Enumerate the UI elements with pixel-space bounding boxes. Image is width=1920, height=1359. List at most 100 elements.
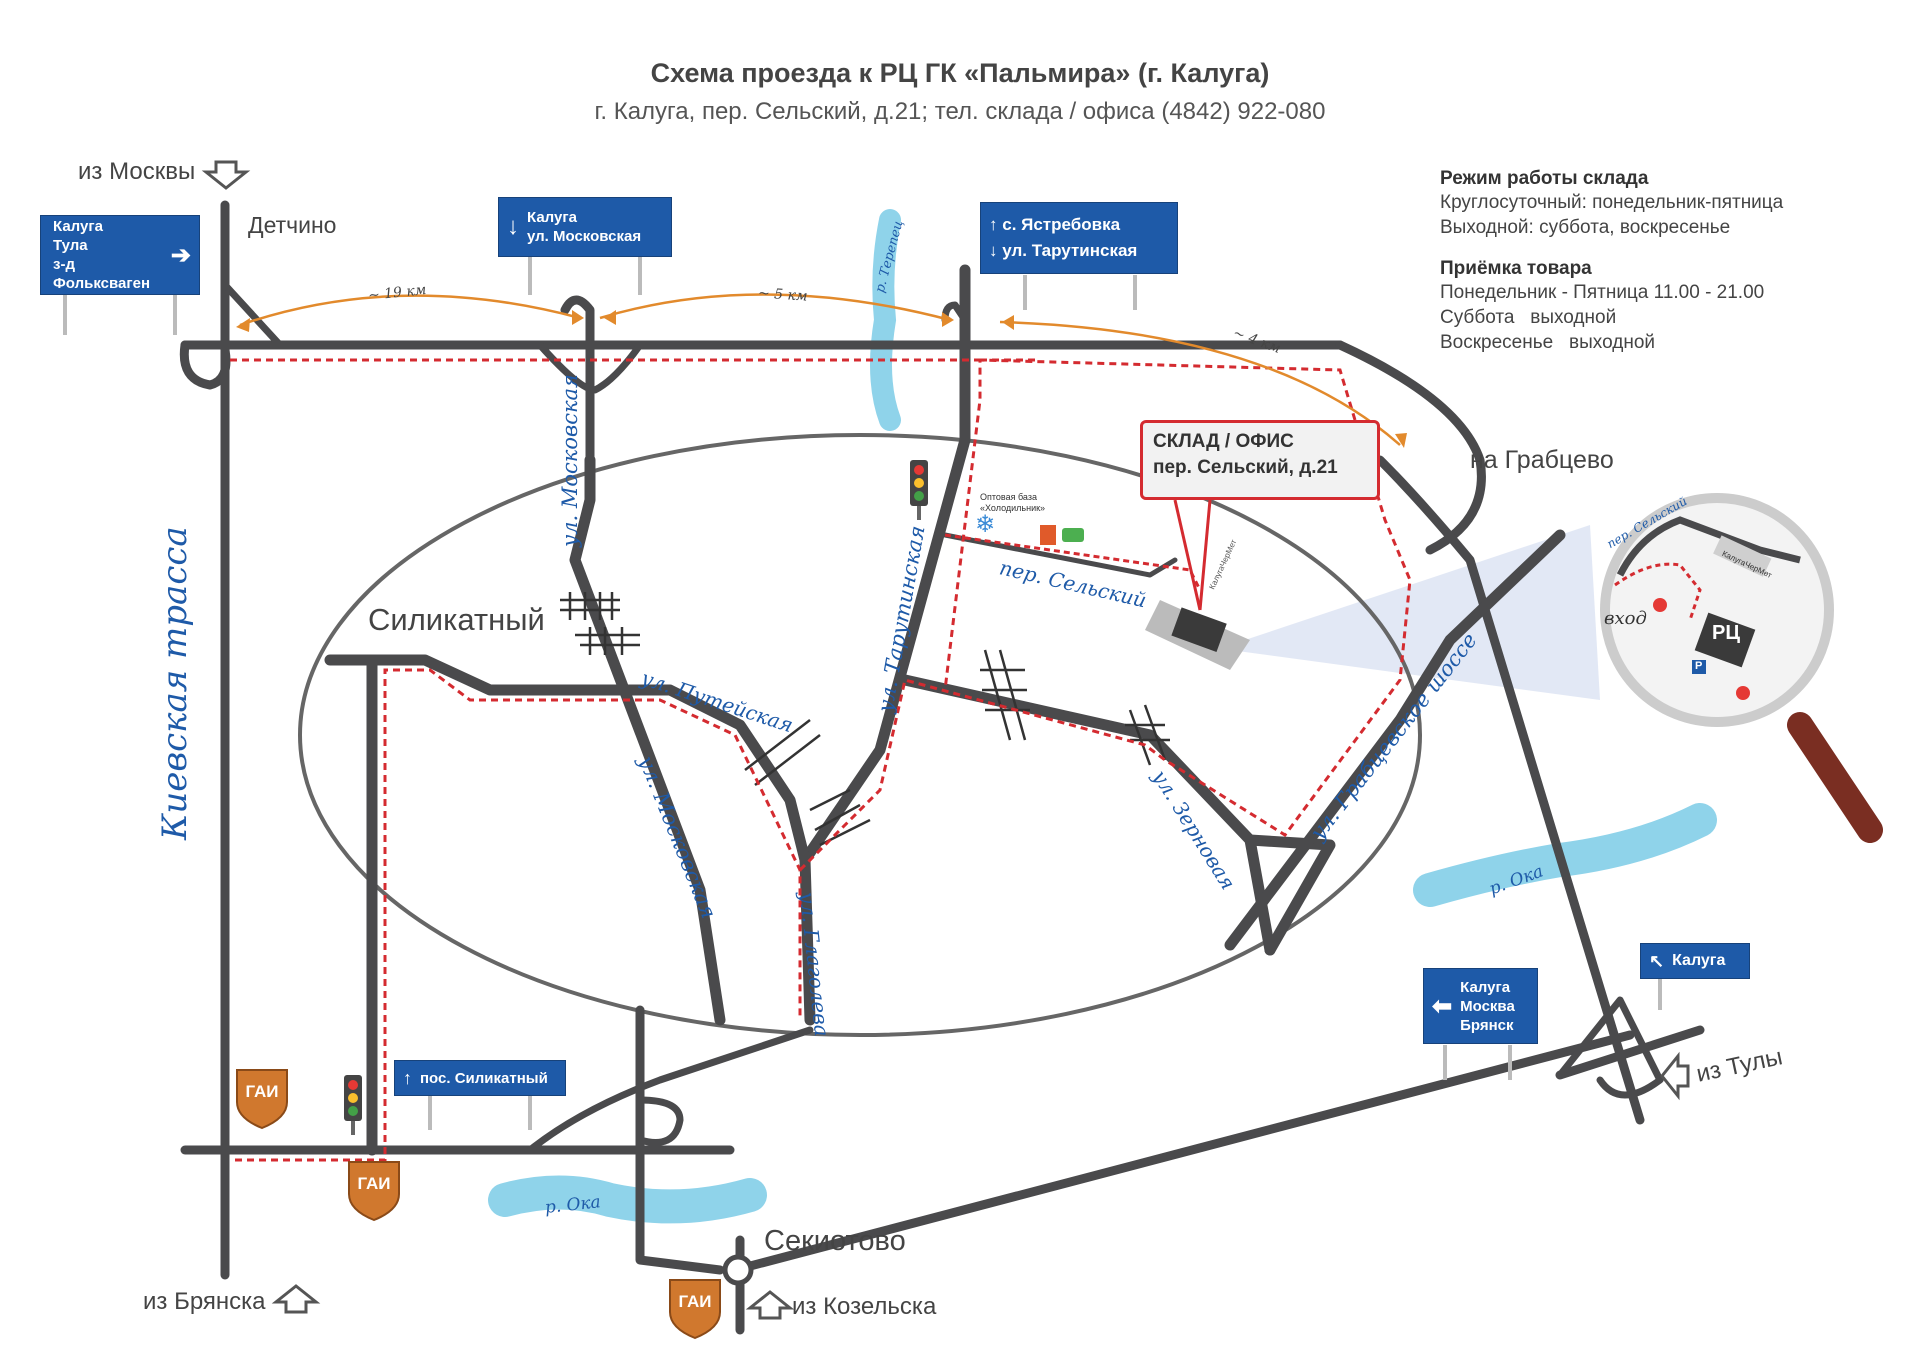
arrow-up-icon [745,1290,795,1320]
arrow-up-left-icon: ↖ [1649,950,1665,971]
snowflake-icon: ❄ [975,510,995,538]
traffic-light-icon [344,1075,362,1135]
arrow-left-icon: ⬅ [1432,992,1453,1020]
parking-icon: P [1695,660,1703,672]
river-oka-left [488,1175,767,1224]
landmark-base-line: «Холодильник» [980,503,1046,513]
sign-kaluga-moskva-bryansk: ⬅ Калуга Москва Брянск [1423,968,1538,1044]
arrow-left-icon [1660,1051,1690,1101]
sign-line-text: с. Ястребовка [1002,215,1121,234]
gai-badge: ГАИ [347,1160,401,1222]
city-area-ellipse [298,433,1422,1037]
road-glagoleva [799,854,816,1026]
sign-pos-silikatny: ↑ пос. Силикатный [394,1060,566,1096]
sign-kaluga-moskovskaya: ↓ Калуга ул. Московская [498,197,672,257]
receiving-line: Суббота выходной [1440,307,1617,328]
road-ramp [221,281,284,349]
from-kozelsk-label: из Козельска [792,1293,937,1320]
police-shield-icon [348,1161,400,1222]
gai-badge: ГАИ [668,1278,722,1340]
zoom-entrance-label: вход [1604,608,1647,629]
car-wash-icon [1062,528,1084,542]
gai-label: ГАИ [245,1082,279,1101]
label-kievskaya: Киевская трасса [155,526,195,840]
from-moscow-label: из Москвы [78,158,196,185]
sign-kaluga-ne: ↖ Калуга [1640,943,1750,979]
road-tula [1555,1025,1705,1080]
receiving-line: Понедельник - Пятница 11.00 - 21.00 [1440,282,1765,303]
sign-line: пос. Силикатный [420,1069,548,1087]
road-tula-junction [1556,996,1664,1099]
zoom-cone [1230,525,1600,700]
to-grabtsevo-label: на Грабцево [1470,446,1614,474]
traffic-light-icon [910,460,928,520]
from-bryansk-label: из Брянска [143,1288,266,1315]
sign-kaluga-tula-vw: Калуга Тула з-д Фольксваген ➔ [40,215,200,295]
gai-label: ГАИ [678,1292,712,1311]
arrow-right-icon: ➔ [170,241,191,269]
office-callout: СКЛАД / ОФИС пер. Сельский, д.21 [1140,420,1380,500]
route-selsky [944,533,1202,591]
arrow-up-icon [271,1284,321,1314]
police-shield-icon [669,1279,721,1340]
road-moskovskaya [569,454,726,1026]
zoom-rc-label: РЦ [1712,622,1740,644]
road-east-bypass [1375,455,1645,1125]
map-title: Схема проезда к РЦ ГК «Пальмира» (г. Кал… [650,58,1270,88]
road-to-grabtsevo [1335,340,1486,555]
label-moskovskaya-top: ул. Московская [558,374,582,547]
road-south [635,1005,725,1275]
office-address: пер. Сельский, д.21 [1153,457,1338,478]
receiving-line: Воскресенье выходной [1440,332,1655,353]
sign-yastrebovka-tarutinskaya: ↑ с. Ястребовка ↓ ул. Тарутинская [980,202,1178,274]
distance-label: ~ 5 км [757,285,809,305]
arrow-down-icon [201,160,251,190]
road-sekiotovo [730,1030,1635,1275]
warehouse-hours-line: Выходной: суббота, воскресенье [1440,217,1731,238]
road-tarutinskaya [799,264,971,866]
road-selsky [942,532,1178,578]
sign-line: Калуга [53,218,103,235]
office-pointer [1198,499,1212,611]
gas-station-icon [1040,525,1056,545]
map-subtitle: г. Калуга, пер. Сельский, д.21; тел. скл… [594,98,1326,125]
sign-line-text: ул. Тарутинская [1002,241,1138,260]
sign-posts [63,255,1662,1130]
sign-line: ↑ с. Ястребовка [989,215,1121,234]
receiving-title: Приёмка товара [1440,258,1592,279]
distance-arrows [239,293,1401,446]
office-title: СКЛАД / ОФИС [1153,431,1294,452]
road-zernovaya-triangle [1244,834,1336,956]
warehouse-hours-title: Режим работы склада [1440,168,1649,189]
roundabout-sekiotovo [722,1254,754,1286]
magnifier-icon [1600,493,1883,843]
sign-line: Калуга [1460,978,1511,996]
sign-line: ул. Московская [527,228,642,245]
road-grabtsevskoe [1224,529,1566,951]
arrow-down-icon: ↓ [507,213,519,240]
road-bottom-connector [526,1026,814,1154]
sign-line: Брянск [1460,1016,1514,1034]
warehouse-hours-line: Круглосуточный: понедельник-пятница [1440,192,1784,213]
road-zernovaya [899,674,1276,956]
road-moskovskaya-cloverleaf [536,341,644,394]
road-puteyskaya [324,654,811,866]
sign-line: Тула [53,237,88,254]
arrow-up-icon: ↑ [403,1067,412,1088]
place-silikatny: Силикатный [368,602,545,637]
sign-line: Калуга [1672,952,1726,969]
sign-line: ↓ ул. Тарутинская [989,241,1138,260]
landmark-base: Оптовая база «Холодильник» [980,492,1045,514]
place-sekiotovo: Секиотово [764,1225,906,1257]
police-shield-icon [236,1069,288,1130]
road-moskovskaya-ramp [560,295,595,465]
road-south-loop [636,1096,684,1146]
warehouse-rc-block [1171,607,1227,652]
place-detchino: Детчино [248,212,337,238]
sign-line: з-д Фольксваген [53,256,151,292]
railway-crossings [560,592,1170,847]
route-dashed [230,358,1412,1162]
river-terepets [870,209,901,431]
sign-line: Москва [1460,997,1515,1015]
schedule-block: Режим работы склада Круглосуточный: поне… [1440,168,1783,355]
